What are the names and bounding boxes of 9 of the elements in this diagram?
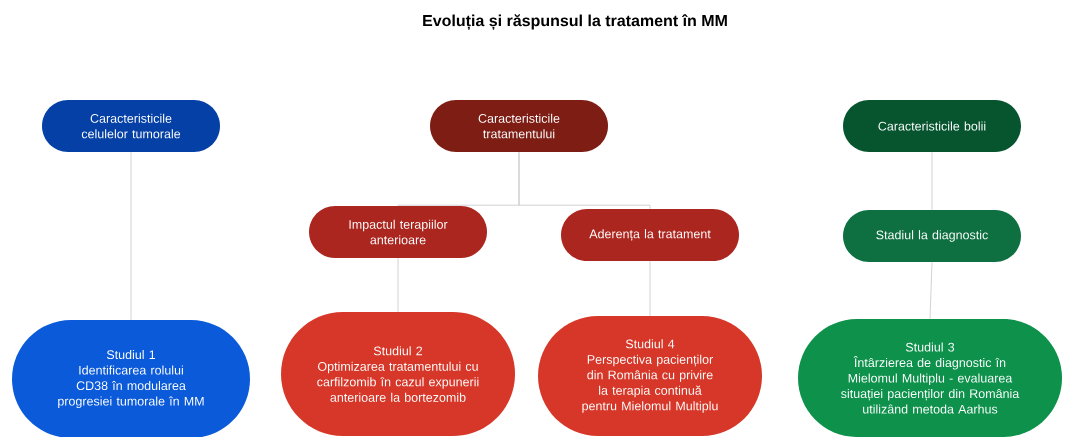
subcategory-pill: Stadiul la diagnostic [843, 210, 1021, 262]
connector-line [929, 261, 933, 320]
category-pill: Caracteristicile tratamentului [430, 100, 608, 152]
title: Evoluția și răspunsul la tratament în MM [423, 14, 727, 30]
subcategory-pill: Aderența la tratament [561, 209, 739, 261]
connector-line [518, 151, 651, 210]
category-pill: Caracteristicile bolii [843, 100, 1021, 152]
category-pill: Caracteristicile celulelor tumorale [42, 100, 220, 152]
subcategory-pill: Impactul terapiilor anterioare [309, 206, 487, 258]
